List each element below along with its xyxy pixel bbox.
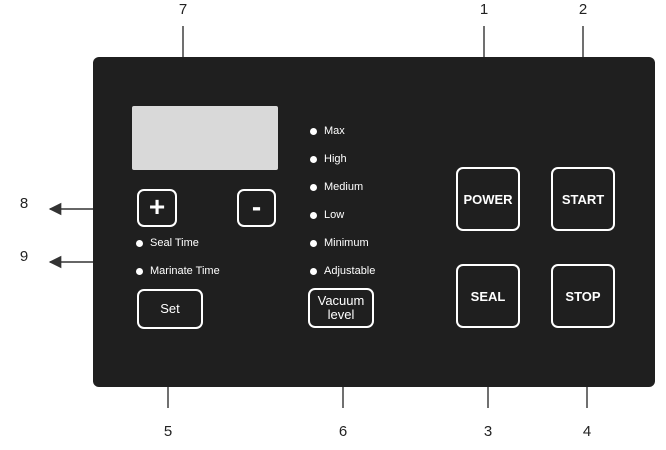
lcd-display: [132, 106, 278, 170]
seal-time-label: Seal Time: [150, 237, 199, 249]
vacuum-adjustable-led-icon: [310, 267, 317, 275]
vacuum-minimum-led-icon: [310, 239, 317, 247]
seal-time-indicator: Seal Time: [136, 237, 199, 249]
minus-button[interactable]: -: [237, 189, 276, 227]
set-button[interactable]: Set: [137, 289, 203, 329]
callout-number-7: 7: [178, 1, 188, 18]
callout-number-2: 2: [578, 1, 588, 18]
vacuum-minimum-indicator: Minimum: [310, 237, 369, 249]
vacuum-low-indicator: Low: [310, 209, 344, 221]
stop-button[interactable]: STOP: [551, 264, 615, 328]
vacuum-minimum-label: Minimum: [324, 237, 369, 249]
marinate-time-label: Marinate Time: [150, 265, 220, 277]
vacuum-max-led-icon: [310, 127, 317, 135]
vacuum-max-indicator: Max: [310, 125, 345, 137]
vacuum-high-label: High: [324, 153, 347, 165]
marinate-time-led-icon: [136, 267, 143, 275]
callout-number-4: 4: [582, 423, 592, 440]
vacuum-level-button[interactable]: Vacuum level: [308, 288, 374, 328]
seal-button[interactable]: SEAL: [456, 264, 520, 328]
vacuum-high-led-icon: [310, 155, 317, 163]
callout-number-8: 8: [19, 195, 29, 212]
vacuum-max-label: Max: [324, 125, 345, 137]
vacuum-low-label: Low: [324, 209, 345, 221]
callout-number-3: 3: [483, 423, 493, 440]
callout-number-9: 9: [19, 248, 29, 265]
seal-time-led-icon: [136, 239, 143, 247]
callout-number-1: 1: [479, 1, 489, 18]
vacuum-low-led-icon: [310, 211, 317, 219]
callout-number-6: 6: [338, 423, 348, 440]
vacuum-medium-indicator: Medium: [310, 181, 363, 193]
vacuum-medium-label: Medium: [324, 181, 364, 193]
vacuum-medium-led-icon: [310, 183, 317, 191]
vacuum-adjustable-indicator: Adjustable: [310, 265, 375, 277]
vacuum-adjustable-label: Adjustable: [324, 265, 376, 277]
vacuum-high-indicator: High: [310, 153, 347, 165]
marinate-time-indicator: Marinate Time: [136, 265, 220, 277]
plus-button[interactable]: +: [137, 189, 177, 227]
start-button[interactable]: START: [551, 167, 615, 231]
callout-number-5: 5: [163, 423, 173, 440]
power-button[interactable]: POWER: [456, 167, 520, 231]
